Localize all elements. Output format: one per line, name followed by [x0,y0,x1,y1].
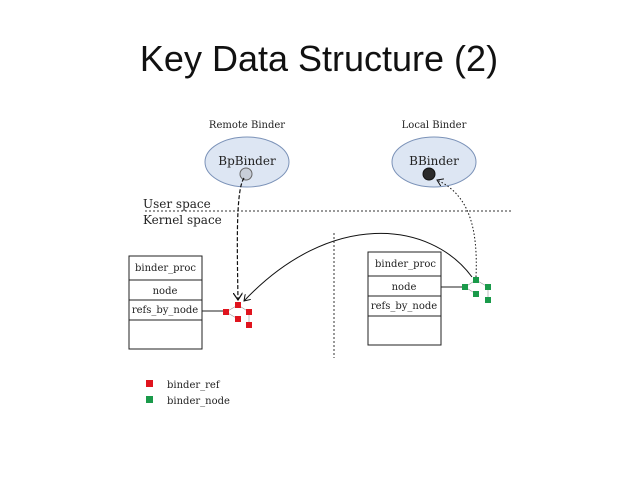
left-proc-row: binder_proc [135,263,196,274]
binder-ref-node [246,322,252,328]
binder-ref-node [246,309,252,315]
binder-ref-tree [223,302,252,328]
binder-ref-node [223,309,229,315]
binder-node-node [485,284,491,290]
left-proc-row: node [153,286,178,297]
local-binder-caption: Local Binder [402,120,467,131]
kernel-space-label: Kernel space [143,213,222,227]
bpbinder-handle [239,167,253,181]
bpbinder: BpBinder [204,136,290,188]
left-binder-proc: binder_proc node refs_by_node [128,255,203,350]
binder-node-node [485,297,491,303]
binder-node-node [473,291,479,297]
node-to-bbinder-arrow [437,180,477,278]
remote-binder-caption: Remote Binder [209,120,285,131]
user-space-label: User space [143,197,211,211]
legend: binder_ref binder_node [146,380,230,407]
legend-binder-ref-swatch [146,380,153,387]
right-proc-row: node [392,282,417,293]
bbinder-ellipse [391,136,477,188]
bpbinder-ellipse [204,136,290,188]
legend-binder-node-swatch [146,396,153,403]
binder-ref-node [235,302,241,308]
right-binder-proc: binder_proc node refs_by_node [367,251,442,346]
ref-to-node-arc [244,233,473,301]
legend-binder-node-label: binder_node [167,396,230,407]
binder-node-tree [462,277,491,303]
bpbinder-to-ref-arrow [237,177,245,300]
right-proc-row: refs_by_node [371,301,437,312]
binder-ref-node [235,316,241,322]
slide-title: Key Data Structure (2) [139,38,499,79]
binder-node-node [473,277,479,283]
bbinder: BBinder [391,136,477,188]
legend-binder-ref-label: binder_ref [167,380,221,391]
right-proc-row: binder_proc [375,259,436,270]
left-proc-row: refs_by_node [132,305,198,316]
binder-node-node [462,284,468,290]
bbinder-handle [422,167,436,181]
bpbinder-label: BpBinder [218,154,276,168]
bbinder-label: BBinder [409,154,459,168]
